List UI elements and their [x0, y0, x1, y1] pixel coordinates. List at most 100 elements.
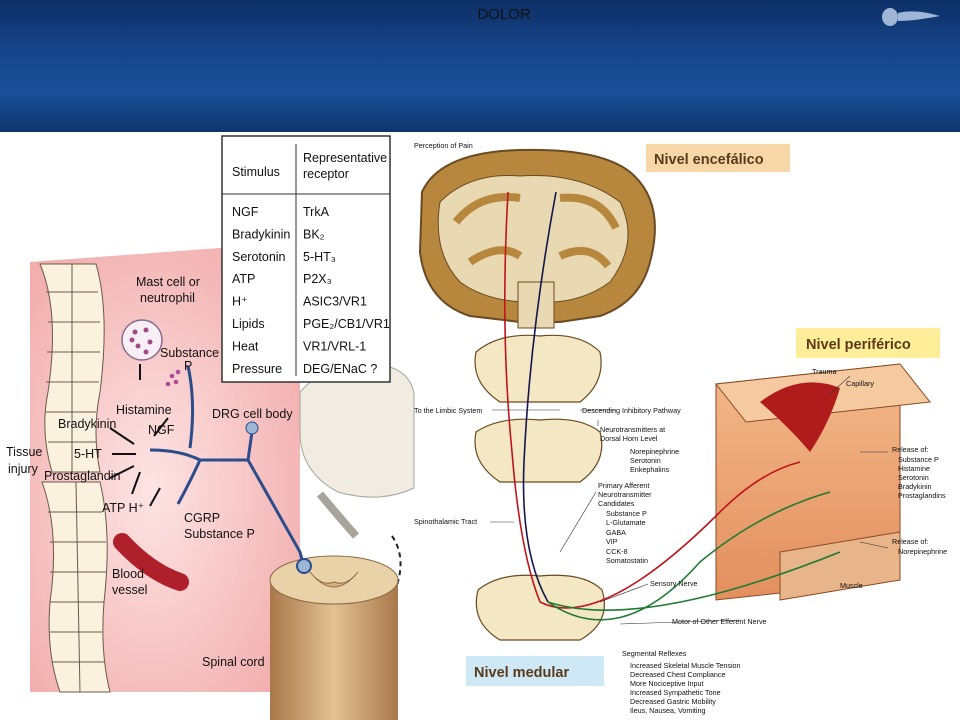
blood-label: Blood: [112, 567, 144, 581]
table-header-stimulus: Stimulus: [232, 165, 280, 179]
5ht-label: 5-HT: [74, 447, 102, 461]
rel5-label: Bradykinin: [898, 482, 932, 491]
table-cell-receptor: P2X₃: [303, 272, 332, 286]
rel4-label: Serotonin: [898, 473, 929, 482]
rel1-label: Release of:: [892, 445, 928, 454]
stimulus-arrows: [109, 364, 169, 507]
nivel-encefalico-box: [646, 144, 790, 172]
nivel-periferico-label: Nivel periférico: [806, 337, 911, 353]
drg-cell-body: [245, 421, 259, 435]
leader-lines: [490, 375, 889, 625]
trauma-label: Trauma: [812, 367, 837, 376]
table-cell-stimulus: H⁺: [232, 295, 248, 309]
pa8-label: CCK-8: [606, 547, 628, 556]
ngf-label: NGF: [148, 423, 175, 437]
seg2-label: Increased Skeletal Muscle Tension: [630, 661, 741, 670]
perception-label: Perception of Pain: [414, 141, 473, 150]
table-cell-receptor: PGE₂/CB1/VR1: [303, 317, 390, 331]
table-cell-receptor: BK₂: [303, 227, 325, 241]
neuro2-label: Dorsal Horn Level: [600, 434, 658, 443]
prostaglandin-label: Prostaglandin: [44, 469, 120, 483]
pain-pathways: [504, 191, 841, 621]
rel2-label: Substance P: [898, 455, 939, 464]
rel7-label: Release of:: [892, 537, 928, 546]
nivel-periferico-box: [796, 328, 940, 358]
nivel-encefalico-label: Nivel encefálico: [654, 152, 764, 168]
rel6-label: Prostaglandins: [898, 491, 946, 500]
table-cell-receptor: DEG/ENaC ?: [303, 362, 377, 376]
table-cell-stimulus: Heat: [232, 339, 259, 353]
pa9-label: Somatostatin: [606, 556, 648, 565]
left-labels: Mast cell or neutrophil Substance P Hist…: [6, 275, 293, 669]
pa6-label: GABA: [606, 528, 626, 537]
trauma-wound: [760, 382, 840, 452]
atp-h-label: ATP H⁺: [102, 501, 144, 515]
table-cell-stimulus: NGF: [232, 205, 259, 219]
sensory-label: Sensory Nerve: [650, 579, 698, 588]
spinal-sections: [474, 334, 605, 641]
left-illustration: [0, 135, 415, 720]
enkeph-label: Enkephalins: [630, 465, 670, 474]
capillary-label: Capillary: [846, 379, 874, 388]
table-header-receptor-2: receptor: [303, 167, 349, 181]
spinothalamic-label: Spinothalamic Tract: [414, 517, 477, 526]
header-banner: DOLOR: [0, 0, 960, 132]
cgrp-label: CGRP: [184, 511, 220, 525]
nivel-medular-label: Nivel medular: [474, 665, 569, 681]
receptor-table: [221, 135, 391, 383]
spinal-cord-label: Spinal cord: [202, 655, 265, 669]
substance-label: Substance: [160, 346, 219, 360]
seg6-label: Decreased Gastric Mobility: [630, 697, 716, 706]
right-illustration: [418, 144, 940, 686]
bradykinin-label: Bradykinin: [58, 417, 116, 431]
norepi-label: Norepinephrine: [630, 447, 679, 456]
seg7-label: Ileus, Nausea, Vomiting: [630, 706, 706, 715]
pa7-label: VIP: [606, 537, 618, 546]
pa3-label: Candidates: [598, 499, 635, 508]
rel8-label: Norepinephrine: [898, 547, 947, 556]
table-cell-stimulus: Pressure: [232, 362, 282, 376]
nivel-medular-box: [466, 656, 604, 686]
limbic-label: To the Limbic System: [414, 406, 482, 415]
neuro1-label: Neurotransmitters at: [600, 425, 665, 434]
histamine-label: Histamine: [116, 403, 172, 417]
dashed-arrow: [389, 535, 402, 603]
serotonin-label: Serotonin: [630, 456, 661, 465]
seg1-label: Segmental Reflexes: [622, 649, 687, 658]
rel3-label: Histamine: [898, 464, 930, 473]
motor-label: Motor of Other Efferent Nerve: [672, 617, 767, 626]
mast-cell: [121, 319, 163, 361]
p-label: P: [184, 359, 192, 373]
table-cell-stimulus: Serotonin: [232, 250, 286, 264]
brain-icon: [299, 362, 415, 498]
table-cell-stimulus: ATP: [232, 272, 255, 286]
table-header-receptor-1: Representative: [303, 151, 387, 165]
seg4-label: More Nociceptive Input: [630, 679, 704, 688]
vessel-label: vessel: [112, 583, 147, 597]
right-labels: Nivel encefálico Nivel periférico Nivel …: [414, 141, 947, 715]
table-cell-stimulus: Bradykinin: [232, 227, 290, 241]
tissue-cells: [39, 263, 111, 693]
page-title: DOLOR: [477, 6, 531, 23]
muscle-label: Muscle: [840, 581, 863, 590]
table-cell-receptor: TrkA: [303, 205, 330, 219]
injury-label: injury: [8, 462, 39, 476]
table-cell-receptor: 5-HT₃: [303, 250, 336, 264]
table-cell-stimulus: Lipids: [232, 317, 265, 331]
pa2-label: Neurotransmitter: [598, 490, 652, 499]
table-cell-receptor: VR1/VRL-1: [303, 339, 366, 353]
pa1-label: Primary Afferent: [598, 481, 649, 490]
pa4-label: Substance P: [606, 509, 647, 518]
blood-vessel: [113, 533, 189, 591]
pa5-label: L-Glutamate: [606, 518, 646, 527]
descending-label: Descending Inhibitory Pathway: [582, 406, 681, 415]
mast-cell-label: Mast cell or: [136, 275, 200, 289]
seg5-label: Increased Sympathetic Tone: [630, 688, 721, 697]
table-cell-receptor: ASIC3/VR1: [303, 295, 367, 309]
company-logo-icon: [882, 8, 940, 26]
seg3-label: Decreased Chest Compliance: [630, 670, 725, 679]
neutrophil-label: neutrophil: [140, 291, 195, 305]
drg-label: DRG cell body: [212, 407, 293, 421]
substance-p-label: Substance P: [184, 527, 255, 541]
